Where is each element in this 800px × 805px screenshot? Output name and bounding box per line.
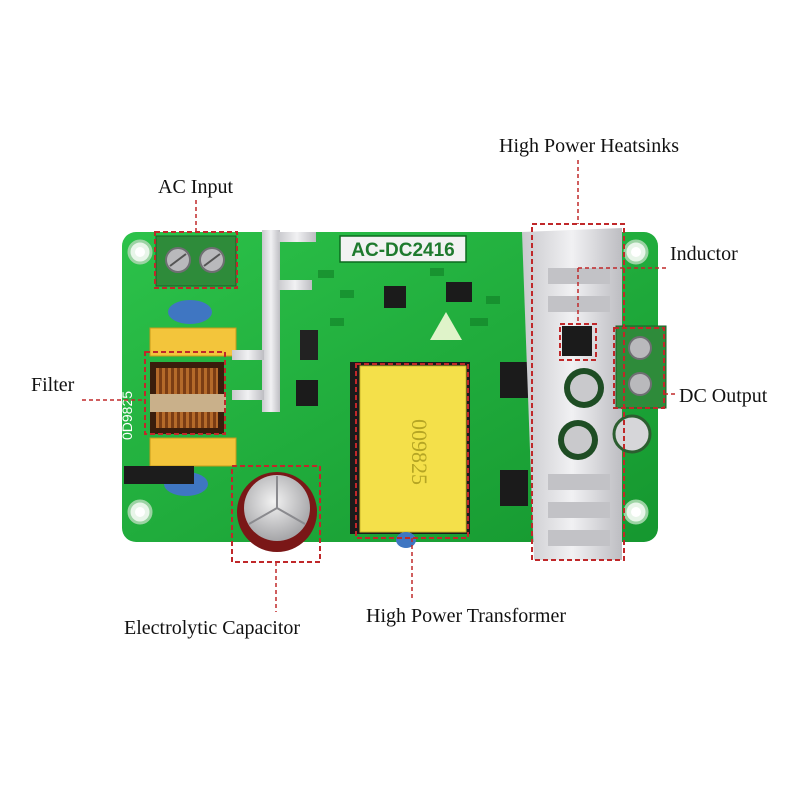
callout-boxes <box>144 223 665 563</box>
mosfet-chip <box>446 282 472 302</box>
diode-block <box>300 330 318 360</box>
leader-lines <box>82 160 678 612</box>
smd-components <box>318 268 500 326</box>
label-inductor: Inductor <box>670 243 738 265</box>
callout-box-dc-output <box>613 327 665 409</box>
small-inductor <box>296 380 318 406</box>
label-heatsinks: High Power Heatsinks <box>499 135 679 157</box>
left-heatsink <box>232 230 316 412</box>
electrolytic-capacitor <box>237 472 317 552</box>
label-capacitor: Electrolytic Capacitor <box>124 617 301 639</box>
transformer: 009825 <box>350 362 470 548</box>
label-filter: Filter <box>31 374 75 396</box>
callout-box-transformer <box>355 363 469 539</box>
side-marking-text: 0D9825 <box>119 391 135 440</box>
label-transformer: High Power Transformer <box>366 605 566 627</box>
dc-output-terminal <box>615 325 667 409</box>
output-inductor <box>562 326 592 356</box>
warning-triangle <box>430 312 462 340</box>
output-capacitors <box>558 368 652 460</box>
callout-box-filter <box>144 351 226 435</box>
board-model-plate <box>339 235 467 263</box>
ic-chip <box>384 286 406 308</box>
filter-components <box>149 327 237 467</box>
callout-box-heatsinks <box>531 223 625 561</box>
power-transistor-bottom <box>500 470 528 506</box>
power-cable-stub <box>124 466 194 484</box>
callout-box-inductor <box>559 323 597 361</box>
transformer-marking-text: 009825 <box>407 419 432 485</box>
label-dc-output: DC Output <box>679 385 768 407</box>
power-transistor-top <box>500 362 528 398</box>
ac-input-terminal <box>155 235 237 287</box>
label-ac-input: AC Input <box>158 176 233 198</box>
y-capacitor-top <box>168 300 212 324</box>
board-model-text: AC-DC2416 <box>351 240 454 261</box>
